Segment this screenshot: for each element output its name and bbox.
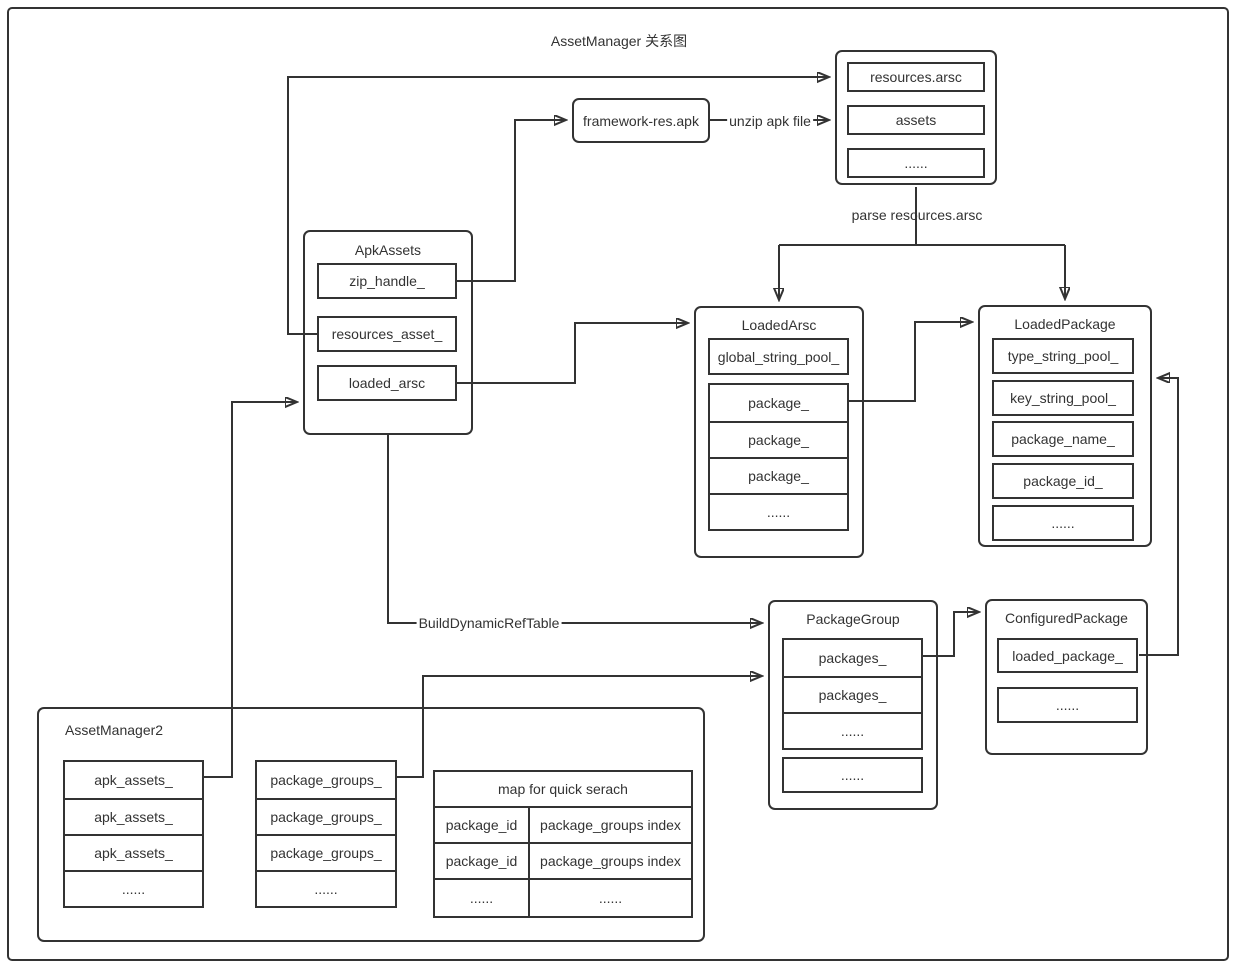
map-index-cell: package_groups index: [540, 853, 681, 869]
map-table-row: ...... ......: [435, 880, 691, 916]
package-group-extra-ellipsis-row: ......: [782, 757, 923, 793]
apk-assets-ellipsis-row: ......: [65, 870, 202, 906]
package-group-title: PackageGroup: [806, 611, 900, 627]
global-string-pool-row: global_string_pool_: [708, 338, 849, 375]
package-groups-stack: package_groups_ package_groups_ package_…: [255, 760, 397, 908]
map-table-header: map for quick serach: [435, 772, 691, 808]
apk-assets-title: ApkAssets: [354, 242, 422, 258]
apk-assets-stack: apk_assets_ apk_assets_ apk_assets_ ....…: [63, 760, 204, 908]
apk-assets-ref-row: apk_assets_: [65, 834, 202, 870]
package-ellipsis-row: ......: [710, 493, 847, 529]
map-package-id-cell: package_id: [435, 844, 530, 878]
map-table-row: package_id package_groups index: [435, 844, 691, 880]
package-id-row: package_id_: [992, 463, 1134, 499]
resources-asset-row: resources_asset_: [317, 316, 457, 352]
type-string-pool-row: type_string_pool_: [992, 338, 1134, 374]
quick-search-map-table: map for quick serach package_id package_…: [433, 770, 693, 918]
package-groups-ref-row: package_groups_: [257, 834, 395, 870]
packages-row: packages_: [818, 650, 887, 666]
resources-group-ellipsis-row: ......: [847, 148, 985, 178]
resources-group-box: resources.arsc assets ......: [835, 50, 997, 185]
packages-stack: packages_ packages_ ......: [782, 638, 923, 750]
loaded-package-box: LoadedPackage type_string_pool_ key_stri…: [978, 305, 1152, 547]
package-groups-ref-row: package_groups_: [257, 798, 395, 834]
apk-assets-ref-row: apk_assets_: [94, 772, 173, 788]
parse-resources-arsc-label: parse resources.arsc: [851, 207, 983, 223]
map-package-id-cell: package_id: [435, 808, 530, 842]
asset-manager2-title: AssetManager2: [65, 722, 164, 738]
package-row: package_: [710, 457, 847, 493]
loaded-arsc-title: LoadedArsc: [741, 317, 817, 333]
framework-res-apk-box: framework-res.apk: [572, 98, 710, 143]
configured-package-ellipsis-row: ......: [997, 687, 1138, 723]
loaded-package-ref-row: loaded_package_: [997, 638, 1138, 673]
apk-assets-ref-row: apk_assets_: [65, 798, 202, 834]
loaded-package-title: LoadedPackage: [1014, 316, 1116, 332]
diagram-title: AssetManager 关系图: [550, 33, 688, 49]
package-stack: package_ package_ package_ ......: [708, 383, 849, 531]
package-group-box: PackageGroup packages_ packages_ ...... …: [768, 600, 938, 810]
unzip-apk-file-label: unzip apk file: [727, 113, 813, 129]
zip-handle-row: zip_handle_: [317, 263, 457, 299]
apk-assets-box: ApkAssets zip_handle_ resources_asset_ l…: [303, 230, 473, 435]
package-row: package_: [710, 421, 847, 457]
package-groups-ellipsis-row: ......: [257, 870, 395, 906]
map-index-cell: package_groups index: [540, 817, 681, 833]
package-name-row: package_name_: [992, 421, 1134, 457]
configured-package-title: ConfiguredPackage: [1005, 610, 1128, 626]
asset-manager2-box: AssetManager2 apk_assets_ apk_assets_ ap…: [37, 707, 705, 942]
resources-arsc-row: resources.arsc: [847, 62, 985, 92]
key-string-pool-row: key_string_pool_: [992, 380, 1134, 416]
map-table-row: package_id package_groups index: [435, 808, 691, 844]
build-dynamic-ref-table-label: BuildDynamicRefTable: [416, 615, 562, 631]
packages-row: packages_: [784, 676, 921, 712]
loaded-arsc-row: loaded_arsc: [317, 365, 457, 401]
loaded-package-ellipsis-row: ......: [992, 505, 1134, 541]
packages-ellipsis-row: ......: [784, 712, 921, 748]
package-groups-ref-row: package_groups_: [270, 772, 382, 788]
map-ellipsis-cell: ......: [435, 880, 530, 916]
map-ellipsis-cell: ......: [598, 890, 623, 906]
loaded-arsc-box: LoadedArsc global_string_pool_ package_ …: [694, 306, 864, 558]
configured-package-box: ConfiguredPackage loaded_package_ ......: [985, 599, 1148, 755]
assets-row: assets: [847, 105, 985, 135]
package-row: package_: [748, 395, 809, 411]
